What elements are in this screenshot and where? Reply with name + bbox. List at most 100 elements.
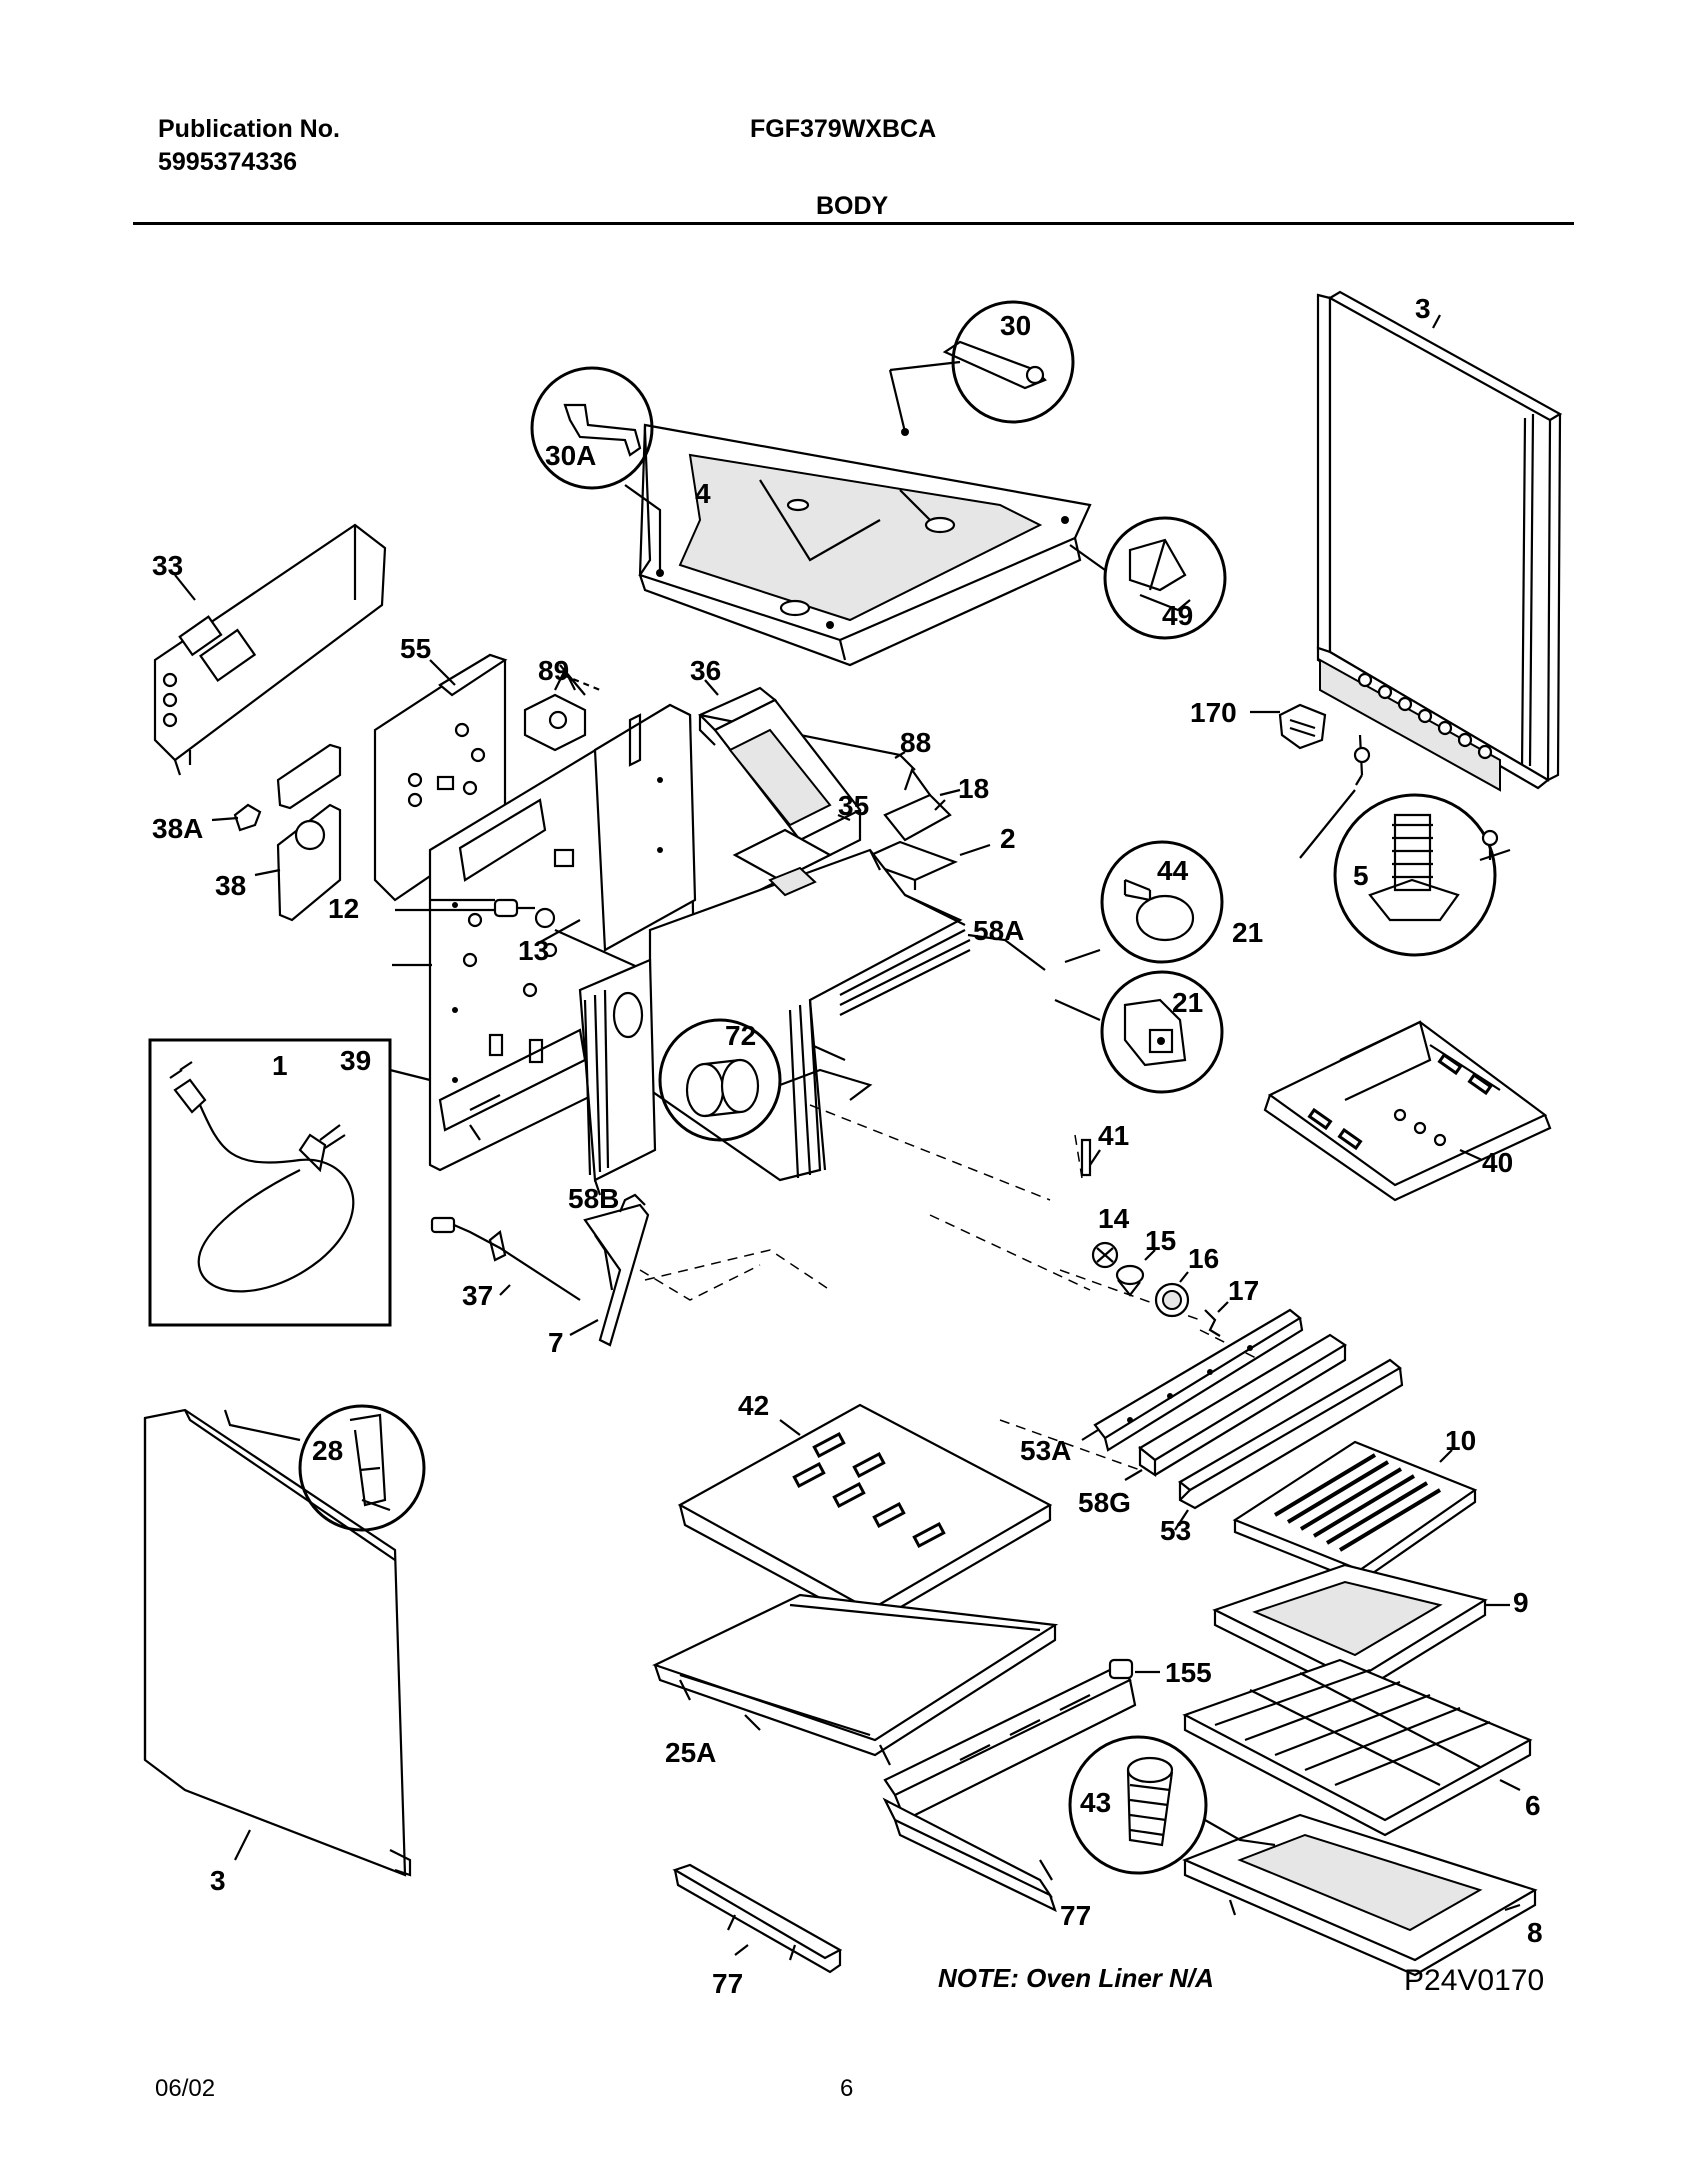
power-cord-box-part-39 [148, 1038, 431, 1327]
leveling-bracket-part-170 [1250, 703, 1327, 750]
page-number: 6 [840, 2075, 854, 2102]
broiler-drawer-part-40 [1263, 1020, 1552, 1202]
igniter-bracket-part-18 [883, 767, 961, 842]
callout-21-upper: 21 [1232, 917, 1263, 948]
callout-38a: 38A [152, 813, 203, 844]
sensor-part-12 [395, 898, 535, 918]
callout-labels: 1 2 3 3 4 5 6 7 8 9 10 12 13 14 15 16 17… [152, 293, 1543, 1999]
callout-58a: 58A [973, 915, 1024, 946]
insulation-part-58g [1124, 1333, 1348, 1481]
detail-circle-part-49 [1069, 516, 1227, 640]
callout-14: 14 [1098, 1203, 1130, 1234]
model-number: FGF379WXBCA [750, 115, 937, 143]
detail-circle-part-72 [658, 1018, 873, 1142]
callout-2: 2 [1000, 823, 1016, 854]
bottom-tray-part-25a [652, 1593, 1059, 1766]
wire-clip-part-17 [1204, 1301, 1229, 1337]
hinge-part-7 [569, 1193, 831, 1347]
panel-part-38 [254, 803, 342, 922]
callout-170: 170 [1190, 697, 1237, 728]
detail-circle-part-28 [223, 1404, 426, 1532]
callout-49: 49 [1162, 600, 1193, 631]
callout-5: 5 [1353, 860, 1369, 891]
callout-10: 10 [1445, 1425, 1476, 1456]
detail-circle-part-30 [888, 300, 1075, 433]
callout-1: 1 [272, 1050, 288, 1081]
callout-58g: 58G [1078, 1487, 1131, 1518]
callout-16: 16 [1188, 1243, 1219, 1274]
callout-38: 38 [215, 870, 246, 901]
callout-55: 55 [400, 633, 431, 664]
callout-12: 12 [328, 893, 359, 924]
leveling-leg-part-5 [1299, 734, 1511, 957]
detail-circle-part-43 [1068, 1735, 1276, 1875]
lamp-bulb-part-15 [1115, 1249, 1156, 1297]
callout-13: 13 [518, 935, 549, 966]
top-panel-part-4 [638, 423, 1092, 667]
callout-42: 42 [738, 1390, 769, 1421]
callout-155: 155 [1165, 1657, 1212, 1688]
callout-30: 30 [1000, 310, 1031, 341]
callout-18: 18 [958, 773, 989, 804]
rail-part-77-bottom [672, 1863, 843, 1974]
callout-7: 7 [548, 1327, 564, 1358]
probe-part-37 [430, 1216, 581, 1301]
burner-box-part-35 [713, 698, 862, 907]
callout-39: 39 [340, 1045, 371, 1076]
callout-9: 9 [1513, 1587, 1529, 1618]
callout-8: 8 [1527, 1917, 1543, 1948]
callout-35: 35 [838, 790, 869, 821]
oven-liner-note: NOTE: Oven Liner N/A [938, 1963, 1214, 1993]
callout-30a: 30A [545, 440, 596, 471]
publication-number: 5995374336 [158, 148, 298, 176]
callout-89: 89 [538, 655, 569, 686]
rail-part-77-lower [882, 1797, 1057, 1913]
callout-6: 6 [1525, 1790, 1541, 1821]
diagram-code: P24V0170 [1404, 1964, 1544, 1997]
publication-label: Publication No. [158, 115, 340, 143]
callout-4: 4 [695, 478, 711, 509]
rail-part-53 [1174, 1358, 1404, 1531]
callout-77-bottom: 77 [712, 1968, 743, 1999]
broiler-pan-part-9 [1212, 1563, 1510, 1697]
callout-3-right: 3 [1415, 293, 1431, 324]
rail-part-53a [1081, 1308, 1304, 1452]
callout-3-left: 3 [210, 1865, 226, 1896]
callout-77-lower: 77 [1060, 1900, 1091, 1931]
side-panel-part-3-right [1316, 290, 1563, 792]
callout-53: 53 [1160, 1515, 1191, 1546]
callout-72: 72 [725, 1020, 756, 1051]
callout-17: 17 [1228, 1275, 1259, 1306]
callout-37: 37 [462, 1280, 493, 1311]
header-rule [133, 222, 1574, 225]
section-title: BODY [816, 192, 889, 220]
callout-15: 15 [1145, 1225, 1176, 1256]
callout-33: 33 [152, 550, 183, 581]
bracket-part-38a [211, 803, 262, 832]
plate-part-2 [857, 840, 991, 890]
rear-panel-part-33 [153, 523, 387, 776]
oven-rack-part-6 [1182, 1658, 1533, 1837]
callout-43: 43 [1080, 1787, 1111, 1818]
broiler-grid-part-10 [1232, 1440, 1478, 1584]
guide-lines [809, 1104, 1261, 1471]
valve-part-89 [523, 664, 601, 752]
oven-bottom-part-42 [677, 1403, 1053, 1627]
detail-circle-part-30a [530, 366, 662, 573]
clip-part-41 [1080, 1138, 1101, 1177]
publication-date: 06/02 [155, 2075, 216, 2102]
callout-28: 28 [312, 1435, 343, 1466]
callout-44: 44 [1157, 855, 1189, 886]
oven-liner-part-58b [578, 958, 657, 1196]
callout-53a: 53A [1020, 1435, 1071, 1466]
callout-58b: 58B [568, 1183, 619, 1214]
callout-88: 88 [900, 727, 931, 758]
callout-21-lower: 21 [1172, 987, 1203, 1018]
detail-circle-part-44 [1064, 840, 1224, 964]
bottom-pan-part-8 [1182, 1813, 1538, 1977]
callout-25a: 25A [665, 1737, 716, 1768]
side-panel-part-3-left [143, 1408, 412, 1877]
detail-circle-part-21 [1054, 970, 1224, 1094]
oven-liner-part-58a [648, 848, 1046, 1182]
